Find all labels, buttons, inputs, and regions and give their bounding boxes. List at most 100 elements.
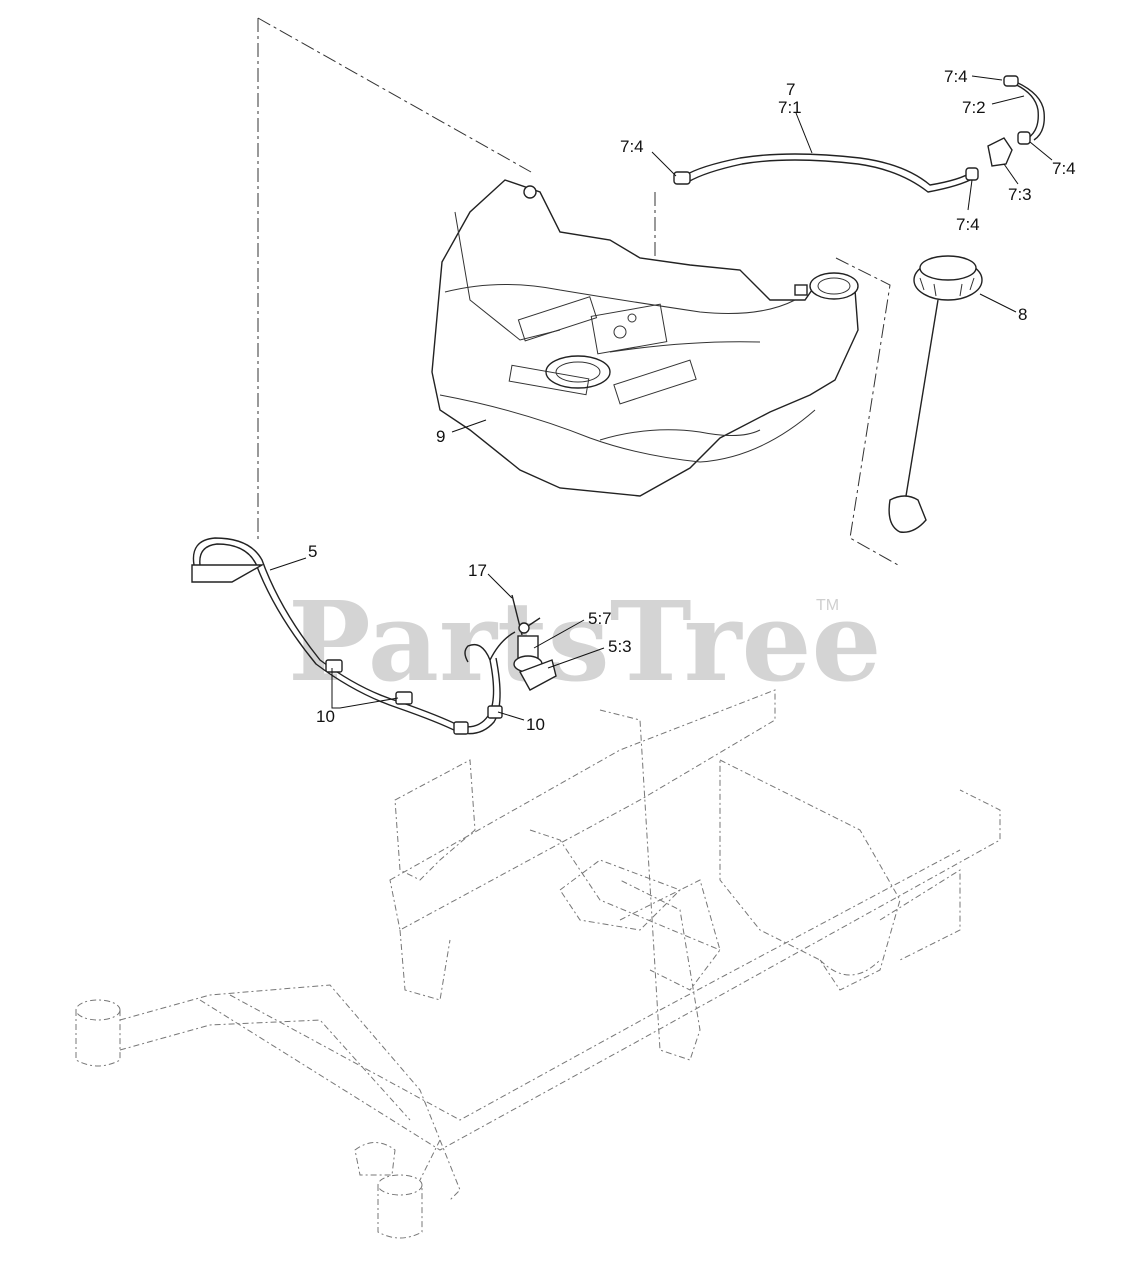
callout-7-3[interactable]: 7:3 xyxy=(1008,185,1032,204)
leader-5-7 xyxy=(533,619,585,649)
callout-17[interactable]: 17 xyxy=(468,561,487,580)
frame-center-bracket xyxy=(619,879,721,991)
frame-front-beam xyxy=(119,984,441,1181)
leader-7-4-top xyxy=(971,75,1003,81)
leader-9 xyxy=(451,419,487,433)
leader-10-left xyxy=(331,668,399,709)
phantom-line-cap xyxy=(835,257,899,566)
watermark-trademark: TM xyxy=(816,597,839,614)
frame-caster-left-top xyxy=(75,999,121,1021)
hose-clamp-2 xyxy=(395,691,413,705)
vent-tee-fitting xyxy=(987,137,1013,167)
fuel-cap-top xyxy=(919,255,977,281)
fuel-hose-line-b xyxy=(199,543,459,733)
leader-7-4-left xyxy=(651,151,677,177)
vent-clamp-right xyxy=(1017,131,1031,145)
fuel-cap-tether-ring xyxy=(888,495,927,533)
fuel-pickup-ring xyxy=(545,355,611,389)
fuel-tank-recess-left xyxy=(517,296,598,342)
callout-10-right[interactable]: 10 xyxy=(526,715,545,734)
fuel-tank-recess-right xyxy=(613,359,697,405)
frame-fuel-support xyxy=(559,859,681,931)
fuel-tank-top-edge xyxy=(444,283,796,314)
callout-5[interactable]: 5 xyxy=(308,542,317,561)
frame-left-upright xyxy=(399,929,451,1001)
fuel-hose-to-filter xyxy=(489,631,516,661)
fuel-hose-cutoff xyxy=(191,564,265,583)
callout-7-4-left[interactable]: 7:4 xyxy=(620,137,644,156)
fuel-tank-rear-ridge xyxy=(454,211,561,341)
watermark-text: PartsTree xyxy=(288,577,882,706)
callout-5-3[interactable]: 5:3 xyxy=(608,637,632,656)
fuel-tank-vent-fitting xyxy=(523,185,537,199)
leader-5 xyxy=(269,557,307,571)
vent-clamp-left xyxy=(673,171,691,185)
fuel-tank-filler-tab xyxy=(794,284,808,296)
hose-clamp-4 xyxy=(487,705,503,719)
parts-tree-watermark: PartsTree TM xyxy=(288,577,882,706)
vent-hose-short xyxy=(1009,81,1039,139)
frame-right-plate xyxy=(719,759,901,991)
frame-caster-right-top xyxy=(377,1174,423,1196)
fuel-hose[interactable] xyxy=(191,537,516,735)
callout-7-2[interactable]: 7:2 xyxy=(962,98,986,117)
frame-caster-left xyxy=(75,1010,121,1067)
fuel-hose-loop-outer xyxy=(457,657,501,735)
leader-8 xyxy=(979,293,1017,313)
callout-8[interactable]: 8 xyxy=(1018,305,1027,324)
callout-7-4-right[interactable]: 7:4 xyxy=(1052,159,1076,178)
vent-hose-assembly[interactable] xyxy=(673,75,1045,193)
frame-main-rail xyxy=(199,789,1001,1151)
fuel-tank-bottom-contour xyxy=(599,429,761,441)
fuel-tank-body xyxy=(431,179,859,497)
fuel-filler-neck xyxy=(809,272,859,300)
frame-caster-right xyxy=(377,1185,423,1239)
callout-7[interactable]: 7 xyxy=(786,80,795,99)
frame-mid-brace xyxy=(529,829,721,951)
fuel-tank-sender-plate xyxy=(590,303,668,355)
fuel-filler-opening xyxy=(817,277,851,295)
callout-10-left[interactable]: 10 xyxy=(316,707,335,726)
callout-labels: 7 7:1 7:4 7:2 7:4 7:4 7:3 7:4 8 9 5 17 5… xyxy=(308,67,1076,734)
fuel-tank-channel xyxy=(609,341,761,353)
leader-17 xyxy=(487,573,513,599)
fuel-cap-tether xyxy=(905,299,939,497)
leader-7-4-right xyxy=(1029,141,1053,161)
leader-5-3 xyxy=(547,647,605,669)
fuel-filter[interactable] xyxy=(511,594,557,691)
frame-rear-right-mount xyxy=(879,869,961,961)
callout-7-4-bottom[interactable]: 7:4 xyxy=(956,215,980,234)
frame-front-beam-lower xyxy=(119,1019,411,1121)
frame-left-bracket xyxy=(394,759,476,881)
fuel-filter-bracket xyxy=(518,659,557,691)
vent-hose-main xyxy=(683,153,973,186)
frame-main-rail-top xyxy=(229,849,961,1121)
fuel-pickup-inner xyxy=(555,361,601,383)
fuel-cap[interactable] xyxy=(888,255,983,533)
callout-9[interactable]: 9 xyxy=(436,427,445,446)
fuel-tank-port xyxy=(613,325,627,339)
vent-clamp-top xyxy=(1003,75,1019,87)
fuel-tank-side-edge xyxy=(439,394,816,463)
fuel-tank[interactable] xyxy=(431,179,859,497)
hose-clamp-1 xyxy=(325,659,343,673)
callout-5-7[interactable]: 5:7 xyxy=(588,609,612,628)
leader-7-4-bottom xyxy=(967,179,973,211)
frame-front-tip xyxy=(439,1139,461,1201)
vent-hose-main-outer xyxy=(687,159,975,193)
callout-7-1[interactable]: 7:1 xyxy=(778,98,802,117)
frame-right-skid xyxy=(819,959,881,976)
frame-rear-crossmember xyxy=(389,689,776,931)
mower-chassis-frame xyxy=(75,689,1001,1239)
fuel-filter-fitting xyxy=(518,622,530,634)
leader-7-2 xyxy=(991,95,1025,105)
frame-front-hub xyxy=(354,1142,396,1176)
fuel-tank-port-small xyxy=(627,313,637,323)
frame-center-upright xyxy=(599,709,701,1061)
leader-lines xyxy=(269,75,1053,721)
leader-7-1 xyxy=(795,112,813,154)
leader-10-right xyxy=(497,711,525,721)
phantom-line-vent xyxy=(257,17,532,173)
callout-7-4-top[interactable]: 7:4 xyxy=(944,67,968,86)
